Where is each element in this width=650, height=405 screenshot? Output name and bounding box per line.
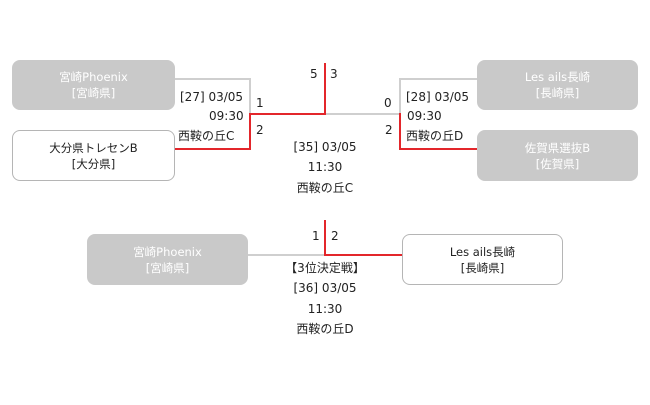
bracket-line-winner [249, 113, 251, 150]
bracket-line [399, 78, 401, 114]
bracket-line [326, 113, 401, 115]
team-box-right-bottom[interactable]: 佐賀県選抜B [佐賀県] [477, 130, 638, 181]
third-match-number: [36] 03/05 [293, 281, 357, 295]
team-name: Les ails長崎 [524, 70, 591, 84]
score-right-bottom: 2 [385, 123, 393, 137]
third-place-title: 【3位決定戦】 [285, 261, 365, 275]
final-match-venue: 西鞍の丘C [296, 181, 354, 195]
team-prefecture: [長崎県] [535, 86, 580, 100]
team-prefecture: [宮崎県] [71, 86, 116, 100]
bracket-line-winner [249, 113, 326, 115]
team-name: 大分県トレセンB [49, 140, 138, 155]
bracket-line [399, 78, 477, 80]
team-name: Les ails長崎 [449, 244, 516, 259]
team-box-third-right[interactable]: Les ails長崎 [長崎県] [402, 234, 563, 285]
bracket-line [249, 78, 251, 114]
team-prefecture: [宮崎県] [145, 260, 190, 275]
team-prefecture: [佐賀県] [535, 156, 580, 171]
match-venue: 西鞍の丘C [178, 129, 235, 143]
final-match-time: 11:30 [307, 160, 343, 174]
match-venue: 西鞍の丘D [406, 129, 464, 143]
bracket-line-winner [324, 220, 326, 256]
bracket-line [174, 78, 251, 80]
score-left-top: 1 [256, 96, 264, 110]
team-box-left-top[interactable]: 宮崎Phoenix [宮崎県] [12, 60, 175, 110]
score-right-top: 0 [384, 96, 392, 110]
match-time: 09:30 [209, 109, 244, 123]
bracket-line-winner [399, 148, 477, 150]
match-number: [27] 03/05 [180, 90, 244, 104]
team-prefecture: [長崎県] [460, 260, 505, 275]
bracket-line-winner [326, 254, 402, 256]
bracket-line-winner [174, 148, 251, 150]
score-left-bottom: 2 [256, 123, 264, 137]
team-box-right-top[interactable]: Les ails長崎 [長崎県] [477, 60, 638, 110]
final-score-right: 3 [330, 67, 338, 81]
match-number: [28] 03/05 [406, 90, 470, 104]
final-match-number: [35] 03/05 [293, 140, 357, 154]
team-box-left-bottom[interactable]: 大分県トレセンB [大分県] [12, 130, 175, 181]
bracket-line-winner [324, 63, 326, 115]
team-prefecture: [大分県] [71, 156, 116, 171]
team-name: 佐賀県選抜B [524, 140, 591, 155]
third-score-left: 1 [312, 229, 320, 243]
third-match-time: 11:30 [307, 302, 343, 316]
team-box-third-left[interactable]: 宮崎Phoenix [宮崎県] [87, 234, 248, 285]
final-score-left: 5 [310, 67, 318, 81]
bracket-line-winner [399, 113, 401, 150]
match-time: 09:30 [407, 109, 442, 123]
team-name: 宮崎Phoenix [133, 244, 202, 259]
third-score-right: 2 [331, 229, 339, 243]
third-match-venue: 西鞍の丘D [296, 322, 354, 336]
team-name: 宮崎Phoenix [59, 70, 128, 84]
bracket-line [248, 254, 326, 256]
